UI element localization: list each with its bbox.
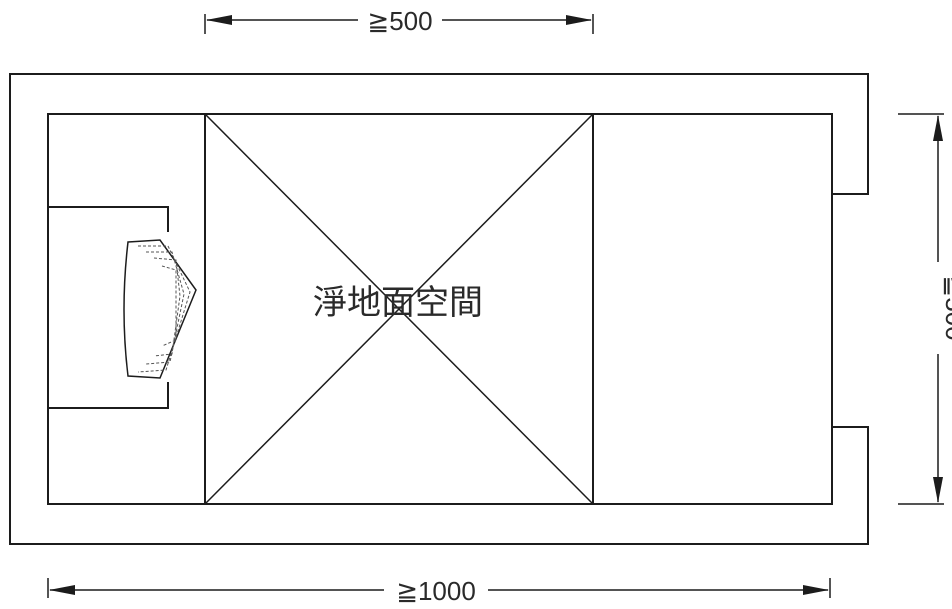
top-dimension-label: ≧500	[367, 6, 432, 36]
inner-floor-rectangle	[47, 113, 833, 505]
bottom-dimension: ≧1000	[47, 576, 831, 606]
bottom-dimension-label: ≧1000	[396, 576, 476, 606]
right-dimension-label: ≧500	[940, 275, 952, 340]
top-dimension: ≧500	[204, 6, 594, 36]
clear-space-diagonal-2	[204, 113, 594, 505]
toilet-fixture-icon	[123, 239, 197, 379]
fixture-recess	[48, 206, 169, 409]
clear-floor-space-label: 淨地面空間	[313, 283, 483, 323]
right-dimension: ≧500	[898, 113, 952, 505]
